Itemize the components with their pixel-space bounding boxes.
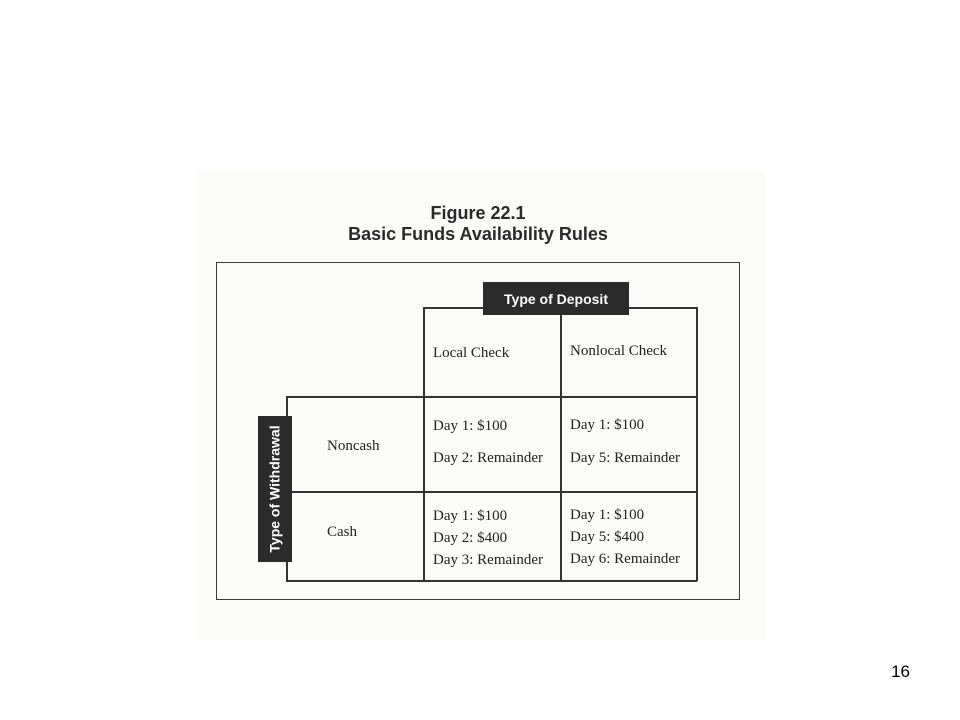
page-number: 16	[891, 662, 910, 681]
figure-title: Basic Funds Availability Rules	[348, 224, 608, 244]
table-cell-line: Day 6: Remainder	[570, 551, 680, 567]
table-cell-line: Day 5: $400	[570, 529, 645, 545]
table-line-row-divider	[286, 491, 697, 493]
table-line-col-2	[560, 307, 562, 581]
type-of-withdrawal-label: Type of Withdrawal	[258, 416, 292, 562]
row-header-noncash: Noncash	[327, 438, 380, 454]
table-line-header-bottom	[286, 396, 697, 398]
type-of-withdrawal-text: Type of Withdrawal	[267, 425, 283, 553]
figure-frame	[216, 262, 740, 600]
table-cell-line: Day 2: Remainder	[433, 450, 543, 466]
table-cell-line: Day 1: $100	[433, 418, 508, 434]
table-line-bottom	[286, 580, 697, 582]
table-line-right	[696, 307, 698, 581]
type-of-deposit-label: Type of Deposit	[483, 282, 629, 315]
column-header-nonlocal-check: Nonlocal Check	[570, 343, 668, 359]
table-cell-line: Day 1: $100	[433, 508, 508, 524]
table-cell-line: Day 5: Remainder	[570, 450, 680, 466]
table-cell-line: Day 2: $400	[433, 530, 508, 546]
type-of-deposit-text: Type of Deposit	[504, 290, 608, 307]
row-header-cash: Cash	[327, 524, 357, 540]
table-cell-line: Day 3: Remainder	[433, 552, 543, 568]
table-line-col-1	[423, 307, 425, 581]
table-cell-line: Day 1: $100	[570, 417, 645, 433]
table-cell-line: Day 1: $100	[570, 507, 645, 523]
column-header-local-check: Local Check	[433, 345, 510, 361]
figure-number: Figure 22.1	[430, 203, 526, 223]
